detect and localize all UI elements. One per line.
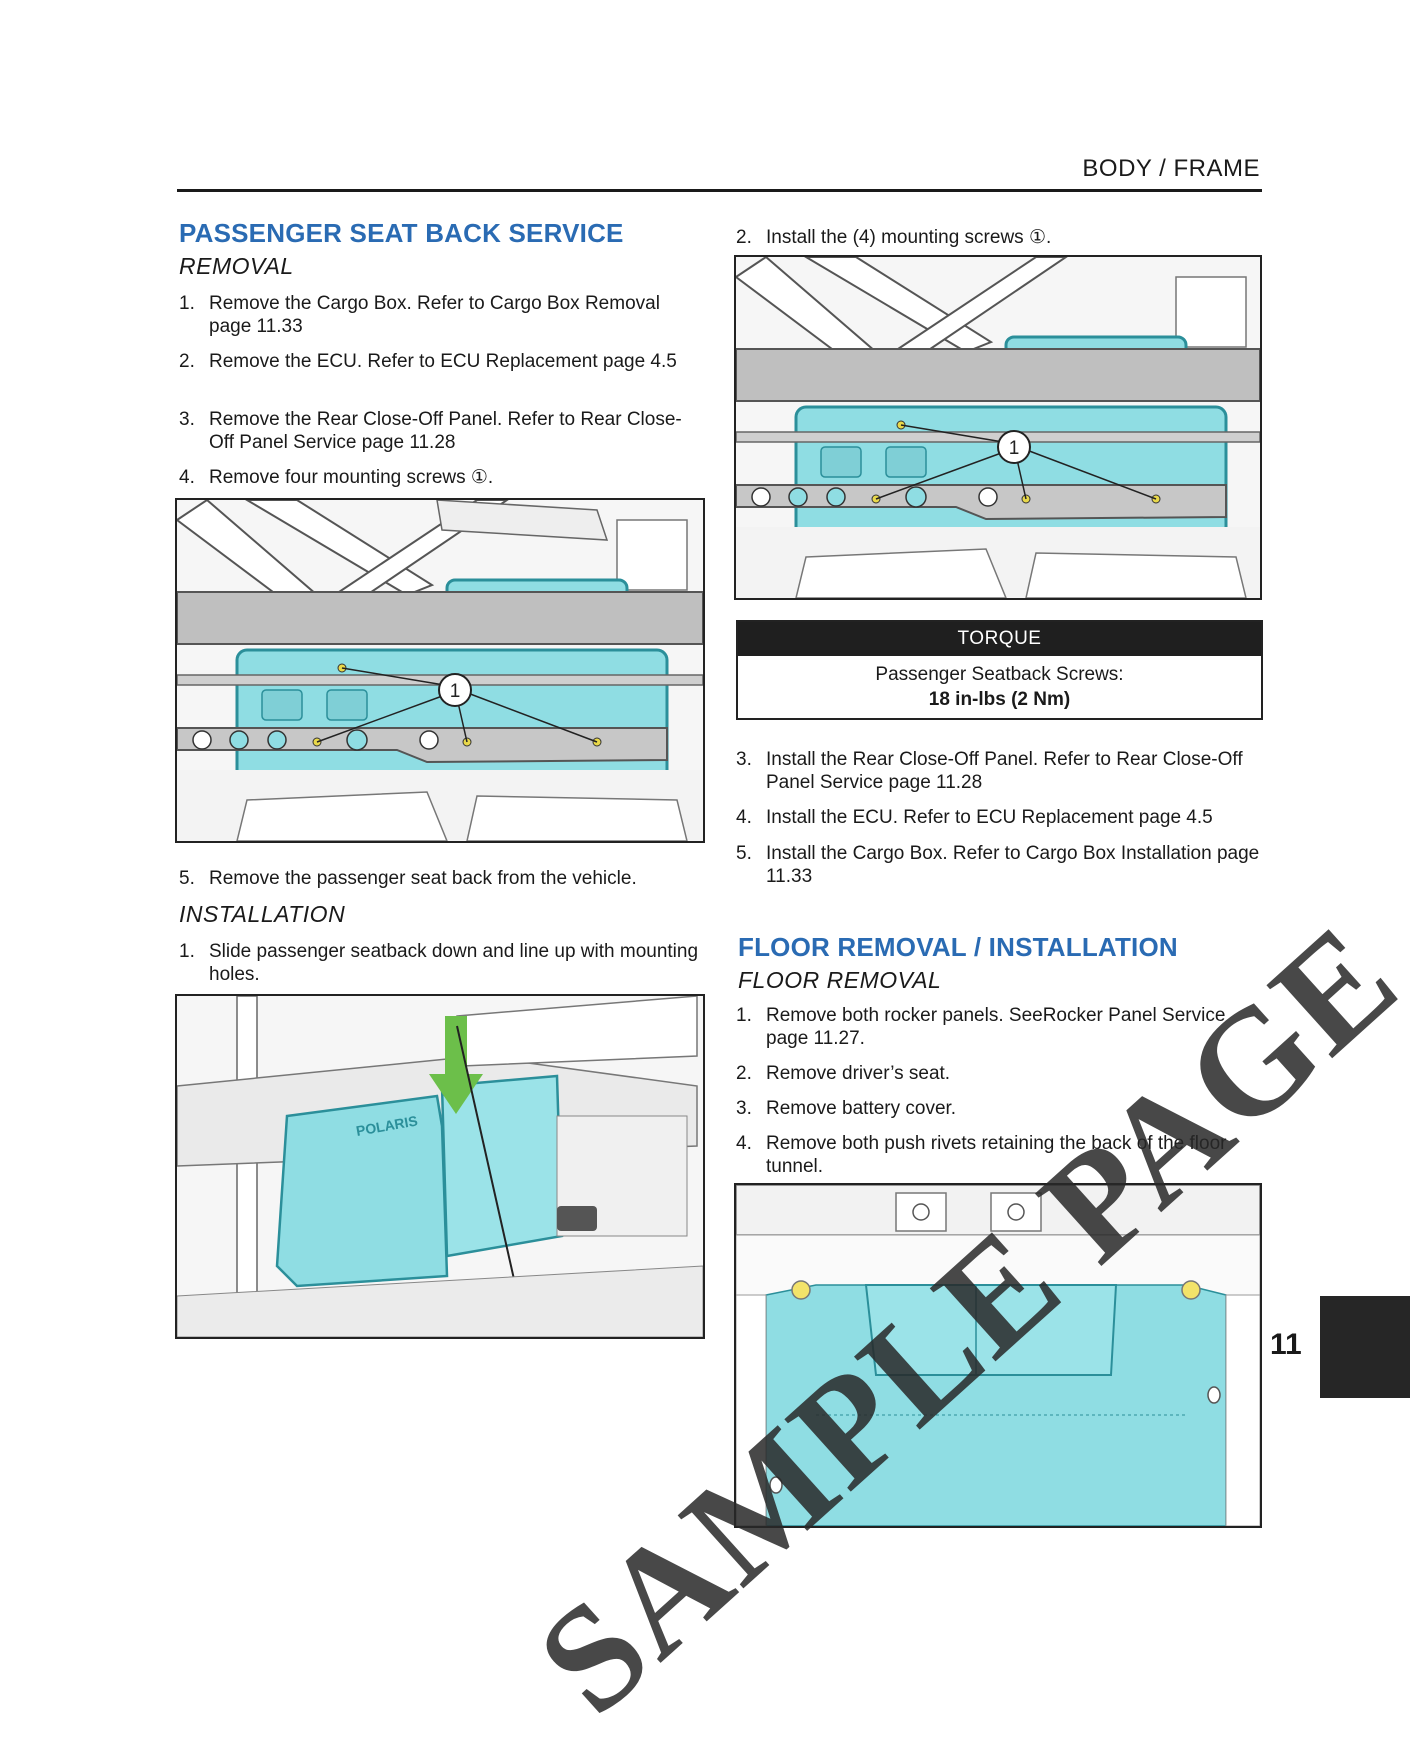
step-number: 4.: [736, 807, 752, 828]
section-title-floor: FLOOR REMOVAL / INSTALLATION: [738, 932, 1178, 962]
step-number: 3.: [736, 1098, 752, 1119]
step-number: 2.: [179, 351, 195, 372]
step-text: Install the Rear Close-Off Panel. Refer …: [766, 749, 1243, 793]
torque-heading: TORQUE: [738, 622, 1261, 656]
chapter-number: 11: [1270, 1328, 1302, 1361]
torque-label: Passenger Seatback Screws:: [875, 664, 1124, 685]
torque-value: 18 in-lbs (2 Nm): [928, 689, 1071, 710]
install-step-5: 5. Install the Cargo Box. Refer to Cargo…: [736, 842, 1266, 888]
installation-heading: INSTALLATION: [179, 901, 346, 927]
floor-step-1: 1. Remove both rocker panels. SeeRocker …: [736, 1004, 1266, 1050]
install-step-3: 3. Install the Rear Close-Off Panel. Ref…: [736, 748, 1266, 794]
step-text: Remove the Cargo Box. Refer to Cargo Box…: [209, 293, 660, 337]
figure-seatback-removal: 1: [175, 498, 705, 843]
removal-step-4: 4. Remove four mounting screws ①.: [179, 466, 699, 489]
removal-heading: REMOVAL: [179, 253, 294, 279]
torque-spec-box: TORQUE Passenger Seatback Screws: 18 in-…: [736, 620, 1263, 720]
floor-step-2: 2. Remove driver’s seat.: [736, 1062, 1266, 1085]
install-step-1: 1. Slide passenger seatback down and lin…: [179, 940, 699, 986]
step-number: 2.: [736, 227, 752, 248]
install-step-4: 4. Install the ECU. Refer to ECU Replace…: [736, 806, 1266, 829]
removal-step-1: 1. Remove the Cargo Box. Refer to Cargo …: [179, 292, 699, 338]
step-number: 5.: [736, 843, 752, 864]
step-number: 4.: [179, 467, 195, 488]
step-text: Remove battery cover.: [766, 1098, 957, 1119]
floor-removal-heading: FLOOR REMOVAL: [738, 967, 942, 993]
step-number: 1.: [179, 293, 195, 314]
seatback-frame-illustration: 1: [177, 500, 703, 841]
floor-tunnel-illustration: [736, 1185, 1260, 1526]
step-text: Remove the Rear Close-Off Panel. Refer t…: [209, 409, 682, 453]
step-number: 4.: [736, 1133, 752, 1154]
step-text: Remove both rocker panels. SeeRocker Pan…: [766, 1005, 1226, 1049]
header-rule: [177, 189, 1262, 192]
figure-screw-install: 1: [734, 255, 1262, 600]
step-number: 3.: [736, 749, 752, 770]
figure-seatback-installation: POLARIS: [175, 994, 705, 1339]
step-number: 5.: [179, 868, 195, 889]
step-text: Remove the passenger seat back from the …: [209, 868, 637, 889]
figure-floor-tunnel: [734, 1183, 1262, 1528]
step-number: 2.: [736, 1063, 752, 1084]
callout-1-label: 1: [1009, 438, 1020, 459]
step-number: 1.: [736, 1005, 752, 1026]
running-header: BODY / FRAME: [1082, 155, 1260, 182]
step-text: Install the Cargo Box. Refer to Cargo Bo…: [766, 843, 1260, 887]
chapter-tab: [1320, 1296, 1410, 1398]
seatback-install-illustration: POLARIS: [177, 996, 703, 1337]
step-text: Remove driver’s seat.: [766, 1063, 951, 1084]
floor-step-4: 4. Remove both push rivets retaining the…: [736, 1132, 1266, 1178]
screw-install-illustration: 1: [736, 257, 1260, 598]
step-number: 3.: [179, 409, 195, 430]
step-text: Install the ECU. Refer to ECU Replacemen…: [766, 807, 1213, 828]
removal-step-5: 5. Remove the passenger seat back from t…: [179, 867, 699, 890]
step-number: 1.: [179, 941, 195, 962]
install-step-2: 2. Install the (4) mounting screws ①.: [736, 226, 1266, 249]
removal-step-3: 3. Remove the Rear Close-Off Panel. Refe…: [179, 408, 699, 454]
step-text: Slide passenger seatback down and line u…: [209, 941, 699, 985]
step-text: Install the (4) mounting screws ①.: [766, 227, 1052, 248]
step-text: Remove four mounting screws ①.: [209, 467, 494, 488]
step-text: Remove both push rivets retaining the ba…: [766, 1133, 1227, 1177]
step-text: Remove the ECU. Refer to ECU Replacement…: [209, 351, 677, 372]
callout-1-label: 1: [450, 681, 461, 702]
floor-step-3: 3. Remove battery cover.: [736, 1097, 1266, 1120]
removal-step-2: 2. Remove the ECU. Refer to ECU Replacem…: [179, 350, 699, 396]
section-title-seat-back: PASSENGER SEAT BACK SERVICE: [179, 218, 624, 248]
